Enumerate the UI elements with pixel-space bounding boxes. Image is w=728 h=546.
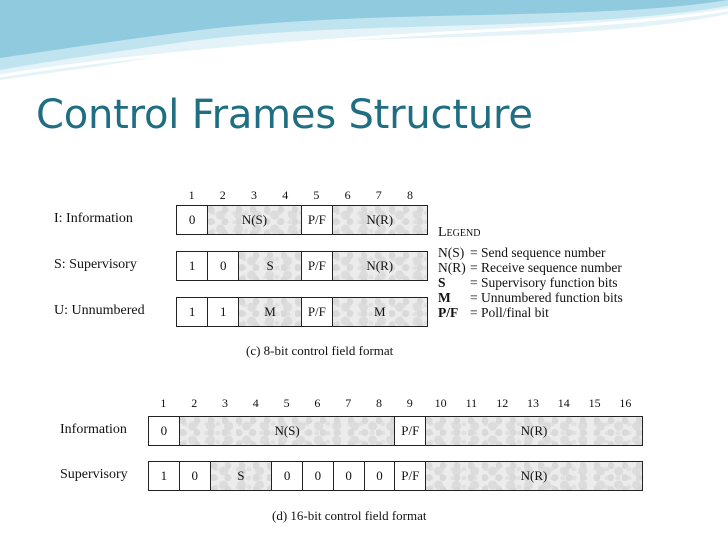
field-cell: 1 bbox=[149, 462, 180, 490]
legend-key: P/F bbox=[438, 305, 459, 320]
bit-number: 11 bbox=[465, 396, 478, 410]
field-cell: P/F bbox=[302, 206, 333, 234]
row-label: I: Information bbox=[54, 211, 133, 226]
legend-key: N(R) bbox=[438, 260, 466, 275]
field-cell: 0 bbox=[149, 417, 180, 445]
bit-number: 3 bbox=[251, 188, 257, 202]
legend-item: S = Supervisory function bits bbox=[438, 275, 623, 290]
field-cell: S bbox=[210, 462, 273, 490]
legend-desc: = Poll/final bit bbox=[470, 305, 549, 320]
legend-heading: Legend bbox=[438, 225, 481, 240]
legend-item: N(S) = Send sequence number bbox=[438, 245, 623, 260]
legend-key: S bbox=[438, 275, 446, 290]
field-cell: 0 bbox=[334, 462, 365, 490]
field-cell: P/F bbox=[395, 417, 427, 445]
row-label: U: Unnumbered bbox=[54, 303, 145, 318]
bit-number: 1 bbox=[188, 188, 195, 202]
legend-desc: = Send sequence number bbox=[470, 245, 606, 260]
field-cell: 1 bbox=[177, 252, 209, 280]
field-cell: 0 bbox=[303, 462, 334, 490]
bit-number: 12 bbox=[496, 396, 509, 410]
field-cell: 0 bbox=[177, 206, 209, 234]
field-cell: N(R) bbox=[332, 206, 427, 234]
legend-key: M bbox=[438, 290, 451, 305]
caption-8bit: (c) 8-bit control field format bbox=[246, 343, 394, 358]
bit-number: 2 bbox=[191, 396, 198, 410]
bit-number: 8 bbox=[376, 396, 382, 410]
field-cell: 0 bbox=[208, 252, 240, 280]
field-cell: N(R) bbox=[426, 417, 642, 445]
bit-number: 6 bbox=[344, 188, 351, 202]
field-cell: 0 bbox=[272, 462, 303, 490]
caption-16bit: (d) 16-bit control field format bbox=[272, 508, 427, 523]
bit-number: 7 bbox=[345, 396, 352, 410]
bit-number: 5 bbox=[313, 188, 320, 202]
row-label: S: Supervisory bbox=[54, 257, 137, 272]
bit-number: 13 bbox=[527, 396, 539, 410]
field-cell: M bbox=[239, 298, 302, 326]
bit-number: 5 bbox=[283, 396, 290, 410]
bit-number: 14 bbox=[557, 396, 570, 410]
legend-item: P/F = Poll/final bit bbox=[438, 305, 623, 320]
bit-number: 16 bbox=[619, 396, 632, 410]
legend-desc: = Supervisory function bits bbox=[470, 275, 618, 290]
bit-number: 4 bbox=[282, 188, 289, 202]
field-cell: M bbox=[332, 298, 427, 326]
bit-number: 8 bbox=[407, 188, 413, 202]
bit-number: 7 bbox=[375, 188, 382, 202]
bit-number: 15 bbox=[588, 396, 601, 410]
legend-item: N(R) = Receive sequence number bbox=[438, 260, 623, 275]
bit-number: 4 bbox=[252, 396, 259, 410]
field-cell: S bbox=[239, 252, 302, 280]
field-cell: N(S) bbox=[208, 206, 302, 234]
legend-key: N(S) bbox=[438, 245, 465, 260]
field-cell: 0 bbox=[365, 462, 396, 490]
field-cell: 1 bbox=[177, 298, 209, 326]
field-cell: P/F bbox=[395, 462, 427, 490]
field-cell: N(R) bbox=[332, 252, 427, 280]
row-label: Information bbox=[60, 422, 127, 437]
field-cell: P/F bbox=[302, 252, 333, 280]
field-cell: 1 bbox=[208, 298, 240, 326]
legend-desc: = Receive sequence number bbox=[470, 260, 622, 275]
legend-item: M = Unnumbered function bits bbox=[438, 290, 623, 305]
slide-title: Control Frames Structure bbox=[36, 92, 533, 138]
field-cell: N(S) bbox=[179, 417, 396, 445]
bit-number: 3 bbox=[222, 396, 228, 410]
bit-number: 1 bbox=[160, 396, 167, 410]
header-wave-decoration bbox=[0, 0, 728, 80]
bit-number: 9 bbox=[406, 396, 413, 410]
field-cell: N(R) bbox=[426, 462, 642, 490]
bit-number: 2 bbox=[219, 188, 226, 202]
row-label: Supervisory bbox=[60, 467, 128, 482]
field-cell: 0 bbox=[180, 462, 211, 490]
field-cell: P/F bbox=[302, 298, 333, 326]
bit-number: 10 bbox=[434, 396, 447, 410]
legend-desc: = Unnumbered function bits bbox=[470, 290, 623, 305]
bit-number: 6 bbox=[314, 396, 321, 410]
